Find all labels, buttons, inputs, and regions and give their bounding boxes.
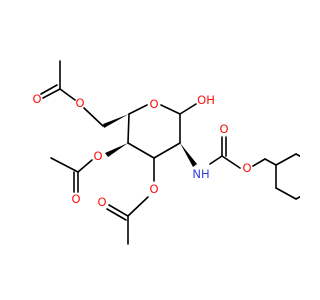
bond-o5-c1	[160, 104, 181, 115]
atom-hydroxyl: OH	[197, 93, 215, 107]
bond-c4-c5	[127, 113, 130, 144]
atom-acetate4-ester-oxygen: O	[93, 149, 102, 163]
wedge-c5-c6	[103, 114, 129, 128]
bond-cacyl3-o-double-b	[106, 208, 127, 221]
bond-o3-cacyl3	[127, 196, 149, 217]
atom-acetate3-ester-oxygen: O	[149, 182, 158, 196]
atom-carbamate-ester-oxygen: O	[242, 161, 251, 175]
bond-ph-5-6	[275, 187, 297, 200]
wedge-c4-o4	[105, 143, 128, 157]
bond-cacyl3-o-double-a	[108, 204, 129, 217]
atom-carbamate-carbonyl-oxygen: O	[219, 122, 228, 136]
bond-c3-c4	[127, 142, 155, 159]
bond-cacyl4-ch3	[50, 157, 79, 173]
wedge-c2-n	[180, 143, 197, 167]
atom-acetate4-carbonyl-oxygen: O	[71, 192, 80, 206]
atom-acetate6-carbonyl-oxygen: O	[32, 92, 41, 106]
bond-c1-oh	[179, 103, 197, 115]
bond-ccarb-o-ester	[221, 155, 241, 169]
atom-carbamate-nh: NH	[192, 167, 209, 181]
atom-ring-oxygen: O	[149, 97, 158, 111]
bond-o4-cacyl4	[77, 159, 93, 173]
bond-ph-1-2	[275, 153, 297, 166]
bond-c2-c3	[153, 142, 181, 159]
bond-c5-o5	[128, 104, 148, 115]
bond-cacyl6-o-double-a	[42, 88, 61, 99]
bond-o6-cacyl6	[59, 88, 76, 101]
bond-o-ch2	[252, 158, 266, 167]
bond-c6-o6	[83, 107, 104, 127]
molecule-diagram: O OH O O O O O O NH O O	[32, 60, 300, 245]
bond-ch2-phenyl	[264, 158, 277, 166]
structure-canvas: O OH O O O O O O NH O O	[32, 60, 300, 245]
bond-cacyl6-o-double-b	[40, 84, 58, 95]
bond-ph-4-5	[295, 195, 300, 200]
bond-ph-2-3	[295, 153, 300, 158]
bond-n-ccarb	[209, 155, 223, 165]
atom-acetate6-ester-oxygen: O	[75, 96, 84, 110]
atom-acetate3-carbonyl-oxygen: O	[97, 195, 106, 209]
